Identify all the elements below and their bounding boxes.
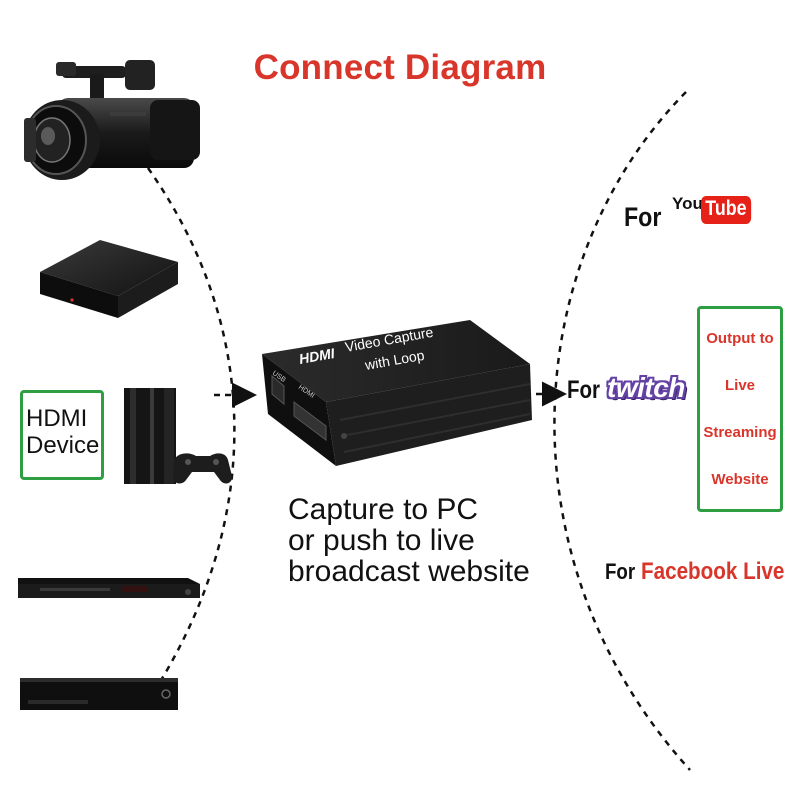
caption-line1: Capture to PC bbox=[288, 493, 479, 526]
output-to-live-box: Output to Live Streaming Website bbox=[697, 306, 783, 512]
capture-caption: Capture to PC or push to live broadcast … bbox=[288, 494, 588, 587]
capture-device-icon: HDMI Video Capture with Loop USB HDMI bbox=[262, 320, 532, 466]
hdmi-device-label-box: HDMI Device bbox=[20, 390, 104, 480]
hdmi-device-line1: HDMI bbox=[26, 405, 88, 432]
game-console-icon bbox=[124, 388, 176, 484]
facebook-label: For Facebook Live bbox=[605, 558, 800, 586]
output-line1: Output to bbox=[706, 330, 774, 347]
media-box-icon bbox=[40, 240, 178, 318]
output-line4: Website bbox=[711, 471, 769, 488]
caption-line2: or push to live bbox=[288, 524, 475, 557]
twitch-for-text: For bbox=[567, 376, 601, 404]
output-line2: Live bbox=[724, 377, 755, 394]
facebook-for-text: For bbox=[605, 559, 636, 584]
left-dashed-curve bbox=[146, 167, 236, 691]
twitch-logo: twitch bbox=[607, 372, 685, 403]
dvd-player-icon bbox=[18, 578, 200, 598]
capture-brand: HDMI bbox=[298, 345, 337, 367]
output-line3: Streaming bbox=[703, 424, 777, 441]
gamepad-icon bbox=[172, 453, 233, 484]
youtube-you-text: You bbox=[672, 194, 703, 213]
youtube-tube-logo: Tube bbox=[701, 196, 751, 224]
diagram-title: Connect Diagram bbox=[253, 48, 547, 87]
facebook-live-text: Facebook Live bbox=[640, 558, 785, 585]
youtube-for-text: For bbox=[624, 202, 662, 232]
right-dashed-curve bbox=[553, 91, 691, 771]
xbox-console-icon bbox=[20, 678, 178, 710]
camcorder-icon bbox=[24, 60, 200, 180]
caption-line3: broadcast website bbox=[288, 555, 530, 588]
hdmi-device-line2: Device bbox=[26, 432, 100, 459]
